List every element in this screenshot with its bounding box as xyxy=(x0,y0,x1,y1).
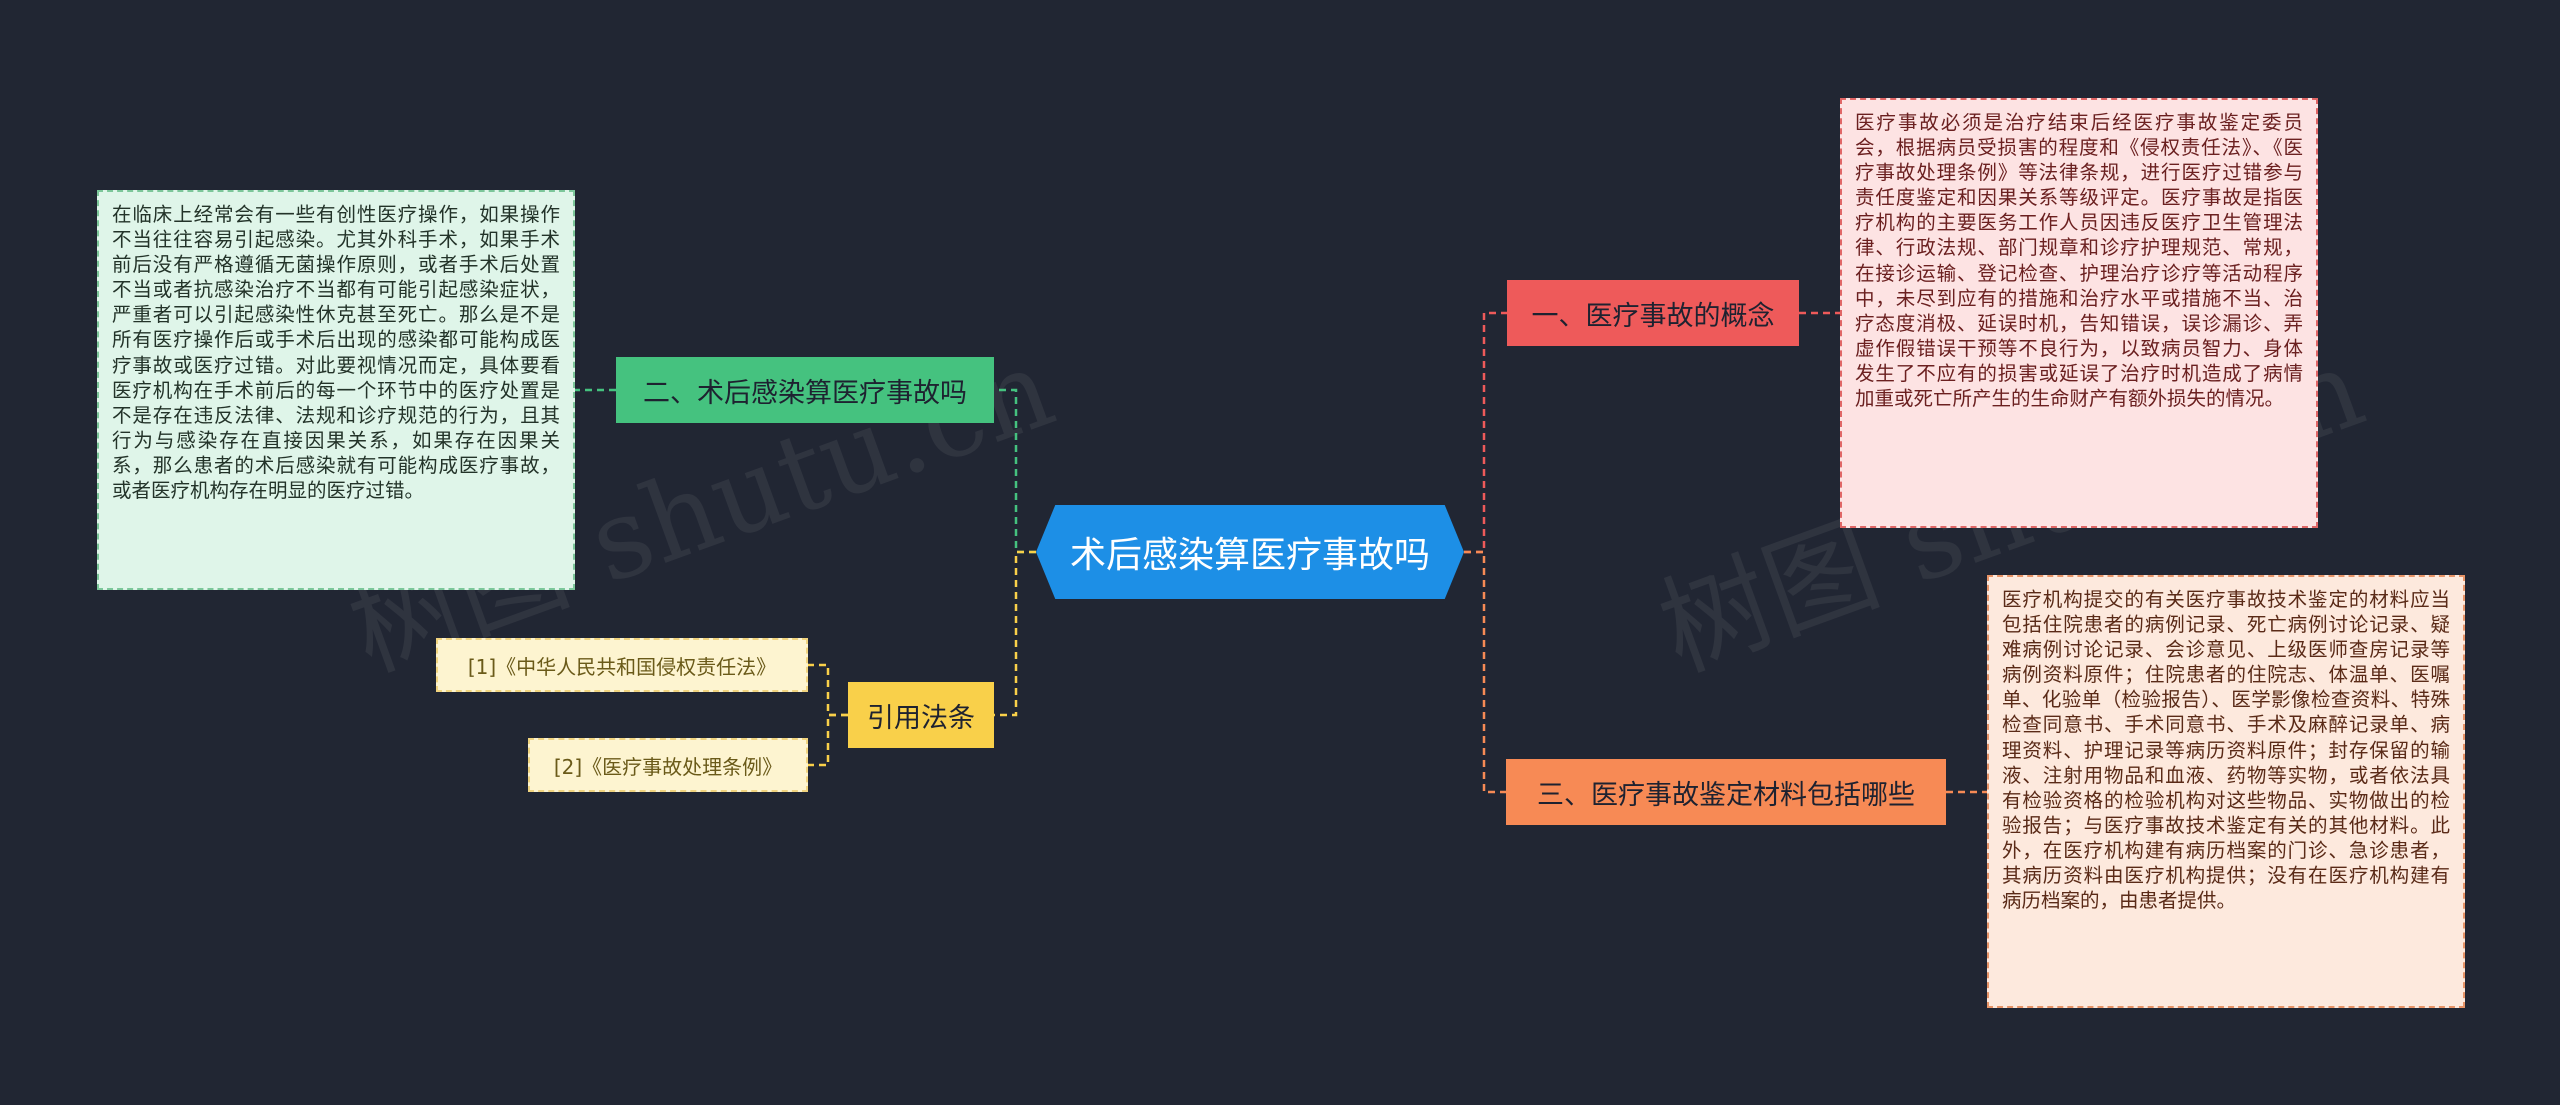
law-reference-2[interactable]: [2]《医疗事故处理条例》 xyxy=(528,738,808,792)
concept-detail-note: 医疗事故必须是治疗结束后经医疗事故鉴定委员会，根据病员受损害的程度和《侵权责任法… xyxy=(1840,98,2318,528)
branch-materials[interactable]: 三、医疗事故鉴定材料包括哪些 xyxy=(1506,759,1946,825)
connector-center-to-materials xyxy=(1464,550,1506,794)
law-reference-1[interactable]: [1]《中华人民共和国侵权责任法》 xyxy=(436,638,808,692)
infection-detail-note: 在临床上经常会有一些有创性医疗操作，如果操作不当往往容易引起感染。尤其外科手术，… xyxy=(97,190,575,590)
branch-laws[interactable]: 引用法条 xyxy=(848,682,994,748)
connector-center-to-infection xyxy=(994,388,1036,554)
connector-center-to-laws xyxy=(994,550,1036,717)
branch-concept[interactable]: 一、医疗事故的概念 xyxy=(1507,280,1799,346)
materials-detail-note: 医疗机构提交的有关医疗事故技术鉴定的材料应当包括住院患者的病例记录、死亡病例讨论… xyxy=(1987,575,2465,1008)
branch-infection[interactable]: 二、术后感染算医疗事故吗 xyxy=(616,357,994,423)
connector-center-to-concept xyxy=(1464,311,1507,554)
connector-laws-to-ref1 xyxy=(808,663,848,717)
connector-laws-to-ref2 xyxy=(808,713,848,767)
center-topic[interactable]: 术后感染算医疗事故吗 xyxy=(1036,505,1464,599)
